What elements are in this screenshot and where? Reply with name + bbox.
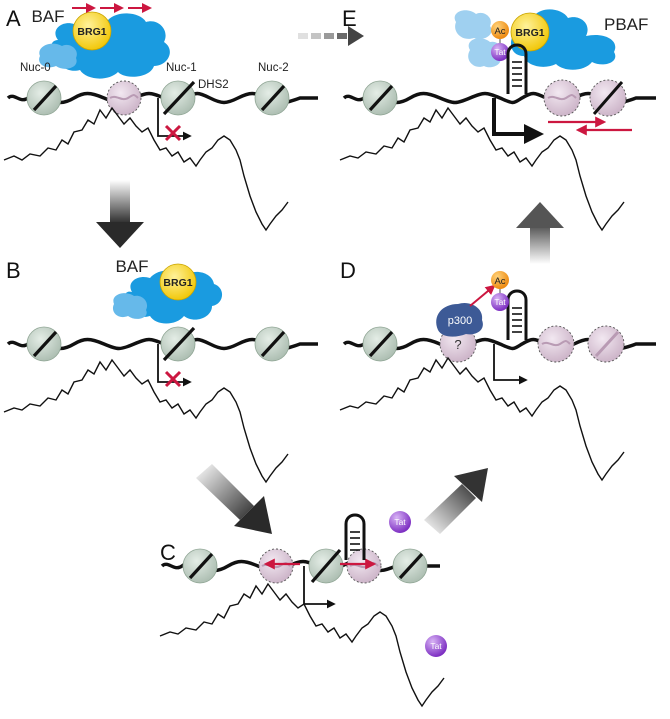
tat-protein-icon: Tat <box>491 39 509 61</box>
panel-a: A BRG1 BAF Nuc-0 Nuc-1 DHS2 Nuc-2 <box>3 3 318 232</box>
tat-protein-icon: Tat <box>425 635 447 657</box>
brg1-label: BRG1 <box>515 27 544 39</box>
baf-label: BAF <box>31 7 64 26</box>
acetyl-group-icon: Ac <box>491 21 509 39</box>
p300-coactivator-icon: p300 <box>436 302 483 337</box>
pbaf-subunit-icon <box>468 38 502 68</box>
nucleosome-nuc1 <box>160 80 196 116</box>
brg1-icon <box>510 12 550 52</box>
arrow-a-to-b <box>96 180 144 248</box>
nucleosome-nuc2 <box>392 548 428 584</box>
acetylation-arrow-icon <box>469 284 496 307</box>
panel-c-letter: C <box>160 540 176 565</box>
nuc2-label: Nuc-2 <box>258 62 289 74</box>
baf-label: BAF <box>115 257 148 276</box>
pbaf-label: PBAF <box>604 15 648 34</box>
coverage-profile-c <box>159 582 445 708</box>
baf-subunit-icon <box>112 293 148 319</box>
nucleosome-nuc0 <box>26 326 62 362</box>
tat-label: Tat <box>394 517 406 527</box>
coverage-profile-b <box>3 358 289 484</box>
tar-stem-loop-icon <box>344 513 366 560</box>
arrow-c-to-d <box>424 468 488 534</box>
brg1-label: BRG1 <box>77 26 106 38</box>
tss-arrow-icon <box>157 344 192 387</box>
coverage-profile-d <box>339 356 625 482</box>
baf-subunit-icon <box>39 43 77 69</box>
panel-e: E BRG1 PBAF Ac Tat <box>339 6 656 232</box>
brg1-icon <box>159 263 197 301</box>
nucleosome-nuc2 <box>254 80 290 116</box>
nucleosome-nuc0 <box>362 80 398 116</box>
tat-label: Tat <box>494 297 506 307</box>
p300-label: p300 <box>448 315 472 327</box>
nucleosome-displaced <box>537 325 575 363</box>
panel-d: D ? p300 <box>339 258 656 482</box>
baf-complex-b: BRG1 BAF <box>112 257 223 324</box>
panel-b: B BRG1 BAF <box>3 257 318 484</box>
blocked-tss <box>157 98 192 142</box>
arrow-b-to-c <box>196 464 272 534</box>
pbaf-subunit-icon <box>454 10 492 40</box>
nucleosome-nuc1 <box>308 548 344 584</box>
ac-label: Ac <box>494 276 505 287</box>
ac-label: Ac <box>494 26 505 37</box>
tar-stem-loop-icon <box>506 289 528 340</box>
blocked-tss <box>157 344 192 388</box>
tat-protein-icon: Tat <box>389 511 411 533</box>
panel-b-letter: B <box>6 258 21 283</box>
nuc0-label: Nuc-0 <box>20 62 51 74</box>
panel-e-letter: E <box>342 6 357 31</box>
brg1-label: BRG1 <box>163 277 192 289</box>
nuc1-label: Nuc-1 <box>166 62 197 74</box>
nucleosome-nuc0 <box>182 548 218 584</box>
coverage-profile-e <box>339 106 625 232</box>
dhs2-label: DHS2 <box>198 79 229 91</box>
nucleosome-nuc0 <box>26 80 62 116</box>
nucleosome-displaced <box>106 80 142 116</box>
coverage-profile-a <box>3 106 289 232</box>
nucleosome-displaced <box>543 79 581 117</box>
arrow-d-to-e <box>516 202 564 264</box>
arrow-a-to-e <box>298 26 364 46</box>
nucleosome-nuc2 <box>254 326 290 362</box>
tss-arrow-icon <box>493 344 528 385</box>
nucleosome-nuc0 <box>362 326 398 362</box>
nucleosome-displaced <box>587 325 625 363</box>
acetyl-group-icon: Ac <box>491 271 509 289</box>
tat-label: Tat <box>494 47 506 57</box>
pbaf-complex: BRG1 PBAF <box>454 9 648 70</box>
unknown-mark: ? <box>454 337 461 352</box>
tat-protein-icon: Tat <box>491 288 509 311</box>
tss-arrow-icon <box>157 98 192 141</box>
active-tss-arrow-icon <box>492 98 544 144</box>
panel-a-letter: A <box>6 6 21 31</box>
tar-stem-loop-icon <box>506 43 528 94</box>
panel-d-letter: D <box>340 258 356 283</box>
panel-c: C <box>159 511 447 708</box>
nucleosome-nuc1 <box>160 326 196 362</box>
nucleosome-displaced <box>258 548 294 584</box>
nucleosome-displaced <box>589 79 627 117</box>
tat-label: Tat <box>430 641 442 651</box>
baf-complex-a: BRG1 BAF <box>31 3 170 79</box>
